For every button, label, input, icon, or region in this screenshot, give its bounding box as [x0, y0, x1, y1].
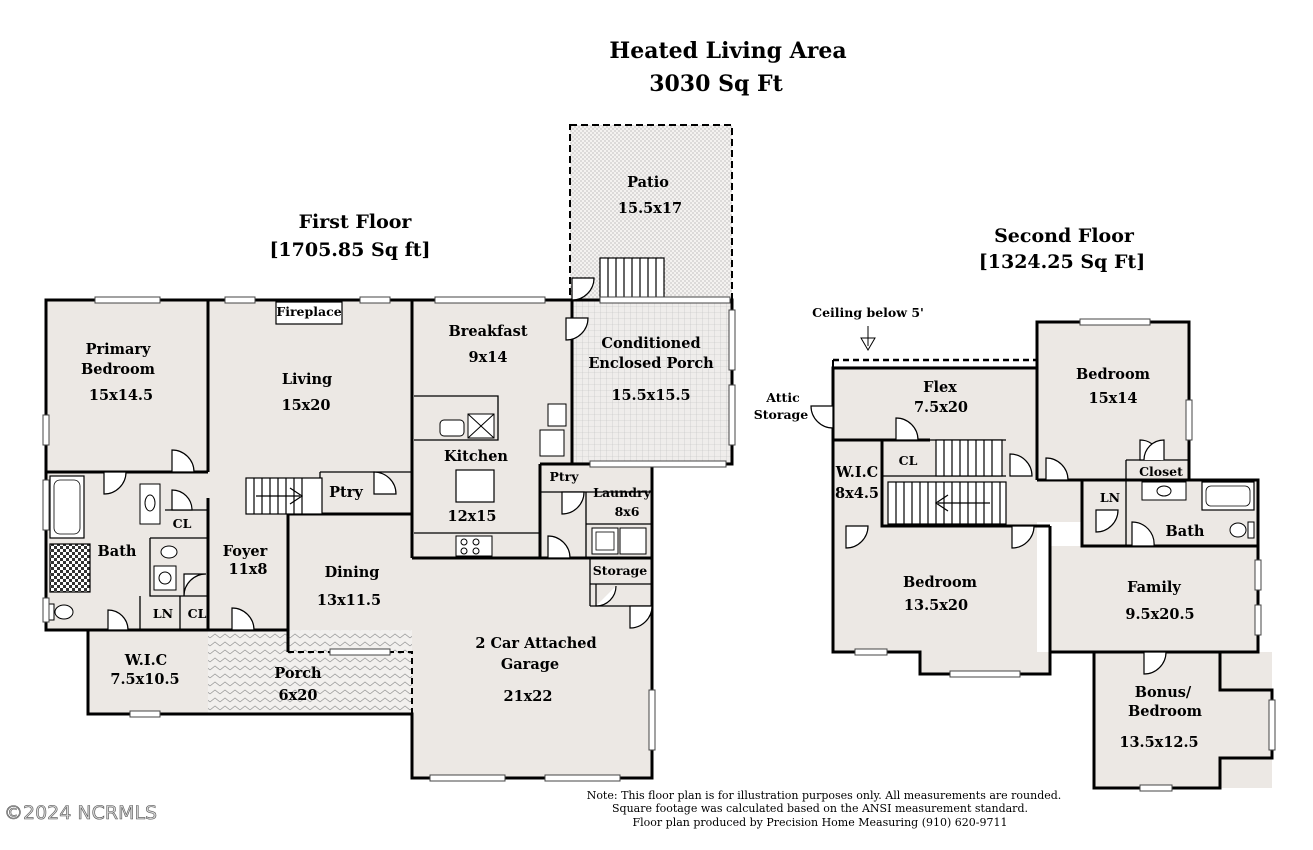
- porch-size: 6x20: [279, 687, 318, 704]
- heading-title: Heated Living Area: [609, 38, 846, 64]
- toilet-half-bath: [160, 545, 178, 559]
- wic-upstairs-size: 8x4.5: [835, 485, 879, 502]
- second-floor-plan: Ceiling below 5' Attic Storage Flex 7.5x…: [754, 305, 1276, 792]
- closet-upstairs-label: CL: [899, 453, 918, 468]
- first-floor-windows: [42, 296, 736, 782]
- kitchen-island: [455, 469, 495, 503]
- primary-bedroom-label-1: Primary: [86, 341, 151, 358]
- bath-upstairs-label: Bath: [1166, 523, 1205, 540]
- pantry-living-label: Ptry: [329, 484, 363, 501]
- fireplace-label: Fireplace: [276, 304, 341, 319]
- bath-label: Bath: [98, 543, 137, 560]
- range: [455, 535, 493, 557]
- bathtub: [49, 475, 85, 539]
- bathtub-upstairs: [1201, 481, 1255, 511]
- garage-label-2: Garage: [501, 656, 559, 673]
- footer-note-line-1: Note: This floor plan is for illustratio…: [587, 789, 1062, 802]
- primary-bedroom-size: 15x14.5: [89, 387, 153, 404]
- enclosed-porch-label-2: Enclosed Porch: [588, 355, 714, 372]
- footer-note-line-3: Floor plan produced by Precision Home Me…: [633, 816, 1008, 829]
- second-floor-doors: [810, 405, 1167, 675]
- wic-size: 7.5x10.5: [110, 671, 179, 688]
- primary-bedroom-label-2: Bedroom: [81, 361, 156, 378]
- linen-closet-label: LN: [153, 606, 173, 621]
- foyer-size: 11x8: [229, 561, 268, 578]
- shower: [49, 543, 91, 593]
- enclosed-porch-size: 15.5x15.5: [611, 387, 690, 404]
- ceiling-note: Ceiling below 5': [812, 305, 924, 320]
- bath-closet-label: CL: [173, 516, 192, 531]
- garage-size: 21x22: [503, 688, 552, 705]
- footer-note-line-2: Square footage was calculated based on t…: [612, 802, 1028, 815]
- flex-size: 7.5x20: [914, 399, 968, 416]
- garage-label-1: 2 Car Attached: [475, 635, 596, 652]
- dining-size: 13x11.5: [317, 592, 381, 609]
- living-size: 15x20: [281, 397, 330, 414]
- family-label: Family: [1127, 579, 1181, 596]
- patio-label: Patio: [627, 174, 669, 191]
- bedroom-ne-label: Bedroom: [1076, 366, 1151, 383]
- flex-label: Flex: [923, 379, 957, 396]
- porch-label: Porch: [274, 665, 322, 682]
- bedroom-sw-label: Bedroom: [903, 574, 978, 591]
- bedroom-sw-size: 13.5x20: [904, 597, 968, 614]
- foyer-closet-label: CL: [188, 606, 207, 621]
- kitchen-label: Kitchen: [444, 448, 508, 465]
- copyright-watermark: ©2024 NCRMLS: [4, 802, 157, 824]
- storage-label: Storage: [593, 563, 648, 578]
- dryer: [619, 527, 647, 555]
- patio-steps: [599, 257, 665, 302]
- bedroom-closet-label: Closet: [1139, 464, 1183, 479]
- laundry-size: 8x6: [615, 504, 640, 519]
- breakfast-label: Breakfast: [448, 323, 527, 340]
- breakfast-size: 9x14: [469, 349, 508, 366]
- heading-area: 3030 Sq Ft: [649, 71, 783, 97]
- family-size: 9.5x20.5: [1125, 606, 1194, 623]
- kitchen-size: 12x15: [447, 508, 496, 525]
- linen-upstairs-label: LN: [1100, 490, 1120, 505]
- second-floor-title: Second Floor: [994, 225, 1135, 247]
- fireplace: [275, 301, 343, 325]
- foyer-label: Foyer: [223, 543, 268, 560]
- bedroom-ne-size: 15x14: [1088, 390, 1137, 407]
- first-floor-title: First Floor: [299, 211, 413, 233]
- first-floor-doors: [103, 277, 653, 631]
- second-floor-area: [1324.25 Sq Ft]: [979, 251, 1145, 273]
- dining-label: Dining: [325, 564, 380, 581]
- patio-size: 15.5x17: [618, 200, 682, 217]
- toilet-upstairs: [1229, 522, 1247, 538]
- wic-label: W.I.C: [124, 652, 167, 669]
- second-floor-staircase: [887, 439, 1007, 525]
- bonus-size: 13.5x12.5: [1119, 734, 1198, 751]
- attic-label-1: Attic: [765, 390, 800, 405]
- second-floor-windows: [854, 318, 1276, 792]
- living-label: Living: [282, 371, 332, 388]
- bonus-label-2: Bedroom: [1128, 703, 1203, 720]
- enclosed-porch-label-1: Conditioned: [601, 335, 700, 352]
- ceiling-arrow-icon: [860, 326, 876, 351]
- attic-label-2: Storage: [754, 407, 809, 422]
- wic-upstairs-label: W.I.C: [835, 464, 878, 481]
- sink-half-bath: [153, 565, 177, 591]
- pantry-kitchen-label: Ptry: [549, 469, 579, 484]
- first-floor-staircase: [245, 477, 323, 515]
- first-floor-plan: Primary Bedroom 15x14.5 Fireplace Living…: [42, 124, 736, 782]
- first-floor-area: [1705.85 Sq ft]: [269, 239, 430, 261]
- kitchen-sink: [439, 419, 465, 437]
- bonus-label-1: Bonus/: [1135, 684, 1192, 701]
- laundry-label: Laundry: [593, 485, 651, 500]
- vanity-primary: [139, 483, 161, 525]
- vanity-upstairs: [1141, 481, 1187, 501]
- toilet-primary: [54, 604, 74, 620]
